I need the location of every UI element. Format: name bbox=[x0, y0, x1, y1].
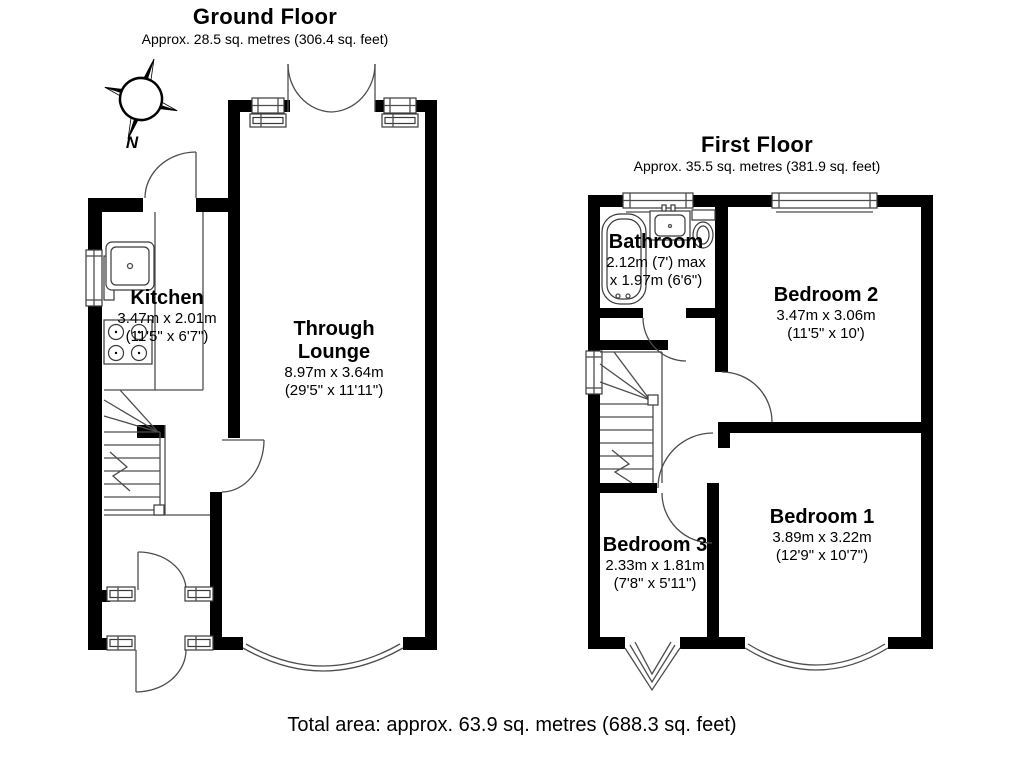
bay-window-bedroom3 bbox=[624, 641, 681, 692]
front-door bbox=[135, 649, 187, 693]
ground-floor-title: Ground Floor bbox=[192, 4, 338, 29]
room-dim-imperial: (29'5" x 11'11") bbox=[284, 382, 384, 399]
window-bedroom2 bbox=[771, 192, 878, 213]
bedroom2-door bbox=[721, 371, 773, 423]
total-area-text: Total area: approx. 63.9 sq. metres (688… bbox=[287, 714, 737, 736]
kitchen-exterior-door bbox=[144, 151, 197, 199]
room-dim-metric: 3.47m x 3.06m bbox=[776, 307, 876, 324]
compass-icon bbox=[104, 58, 178, 140]
window-lounge-right bbox=[383, 97, 417, 114]
kitchen-sink-icon bbox=[105, 241, 155, 291]
room-name: Bedroom 1 bbox=[769, 506, 875, 528]
stairs-first bbox=[599, 351, 663, 484]
basin-icon bbox=[649, 204, 691, 241]
bathtub-icon bbox=[601, 213, 647, 305]
toilet-icon bbox=[691, 209, 716, 249]
bathroom-door bbox=[642, 317, 687, 362]
room-label-bedroom2: Bedroom 2 3.47m x 3.06m (11'5" x 10') bbox=[774, 284, 878, 343]
french-doors bbox=[287, 63, 376, 113]
hall-to-lounge-door bbox=[221, 439, 265, 493]
stairs-ground bbox=[103, 212, 210, 516]
room-dim-metric: 8.97m x 3.64m bbox=[284, 364, 384, 381]
room-dim-imperial: (11'5" x 10') bbox=[787, 325, 865, 342]
window-lounge-left bbox=[251, 97, 285, 114]
radiator-icon bbox=[184, 635, 214, 651]
room-dim-imperial: (12'9" x 10'7") bbox=[775, 547, 869, 564]
room-name: Kitchen bbox=[130, 287, 204, 309]
first-floor-walls bbox=[588, 195, 933, 649]
compass-north-label: N bbox=[125, 133, 139, 152]
stove-icon bbox=[103, 319, 153, 365]
room-dim-imperial: (7'8" x 5'11") bbox=[613, 575, 697, 592]
bedroom3-door bbox=[661, 492, 713, 544]
bay-window-bedroom1 bbox=[744, 643, 889, 671]
room-label-bedroom1: Bedroom 1 3.89m x 3.22m (12'9" x 10'7") bbox=[770, 506, 874, 565]
room-dim-metric: 3.89m x 3.22m bbox=[772, 529, 872, 546]
room-name: Through Lounge bbox=[293, 318, 375, 363]
room-name: Bathroom bbox=[608, 231, 704, 253]
window-bathroom bbox=[622, 192, 694, 213]
room-label-bathroom: Bathroom 2.12m (7') max x 1.97m (6'6") bbox=[606, 231, 706, 290]
room-dim-metric: 2.12m (7') max bbox=[606, 254, 706, 271]
room-label-kitchen: Kitchen 3.47m x 2.01m (11'5" x 6'7") bbox=[117, 287, 216, 346]
first-floor-title: First Floor bbox=[700, 132, 814, 157]
window-stairs bbox=[585, 350, 603, 395]
radiator-icon bbox=[249, 113, 287, 128]
radiator-icon bbox=[106, 586, 136, 602]
room-dim-metric: 3.47m x 2.01m bbox=[117, 310, 217, 327]
radiators-ground bbox=[106, 113, 419, 651]
ground-floor-subtitle: Approx. 28.5 sq. metres (306.4 sq. feet) bbox=[141, 31, 389, 47]
radiator-icon bbox=[184, 586, 214, 602]
radiator-icon bbox=[381, 113, 419, 128]
room-label-bedroom3: Bedroom 3 2.33m x 1.81m (7'8" x 5'11") bbox=[603, 534, 707, 593]
radiator-icon bbox=[106, 635, 136, 651]
porch-inner-door bbox=[137, 551, 187, 591]
ground-floor-plan bbox=[85, 63, 437, 693]
room-dim-metric: 2.33m x 1.81m bbox=[605, 557, 705, 574]
first-floor-plan bbox=[585, 192, 933, 692]
bedroom1-door bbox=[657, 432, 714, 489]
room-dim-imperial: (11'5" x 6'7") bbox=[125, 328, 209, 345]
room-name: Bedroom 2 bbox=[773, 284, 879, 306]
room-name: Bedroom 3 bbox=[602, 534, 708, 556]
bay-window-lounge bbox=[242, 643, 404, 672]
first-floor-subtitle: Approx. 35.5 sq. metres (381.9 sq. feet) bbox=[633, 158, 881, 174]
room-dim-imperial: x 1.97m (6'6") bbox=[609, 272, 703, 289]
room-label-through-lounge: Through Lounge 8.97m x 3.64m (29'5" x 11… bbox=[269, 318, 399, 400]
ground-floor-walls bbox=[88, 100, 437, 650]
